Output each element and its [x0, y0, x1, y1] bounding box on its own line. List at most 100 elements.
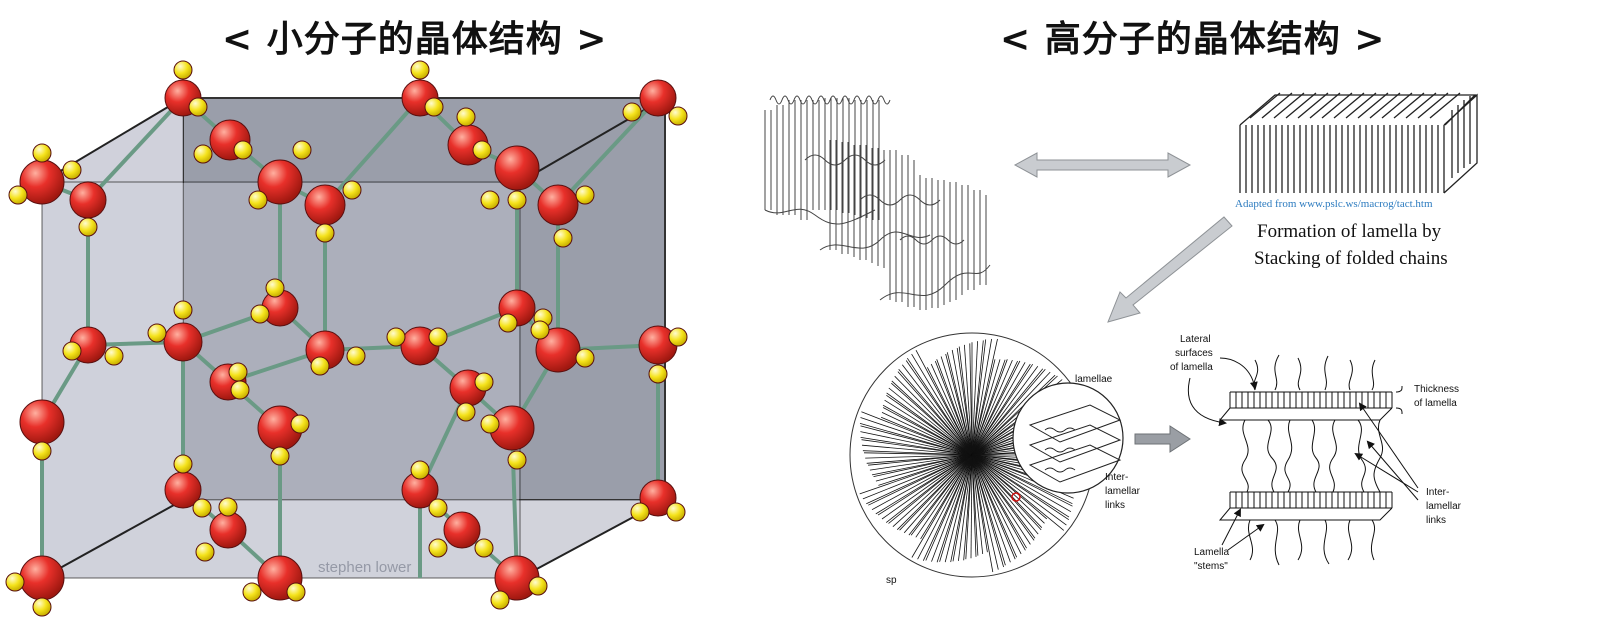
- fibril-line: [971, 338, 992, 456]
- fibril-line: [906, 357, 973, 456]
- double-arrow: [1013, 152, 1192, 178]
- fibril-line: [971, 454, 988, 553]
- water-molecule: [401, 60, 444, 117]
- spherulite: lamellae Inter- lamellar links sp: [849, 332, 1141, 586]
- fibril-line: [886, 392, 973, 456]
- fibril-line: [964, 344, 973, 456]
- fibril-line: [971, 362, 1026, 456]
- fibril-line: [888, 387, 973, 456]
- water-molecule: [304, 180, 362, 243]
- water-molecule: [480, 405, 535, 470]
- lamella-stack: [1239, 92, 1478, 194]
- fibril-line: [950, 454, 973, 563]
- water-molecule: [480, 145, 540, 210]
- arrow-stems-2: [1227, 523, 1265, 551]
- fibril-line: [963, 454, 973, 561]
- arrow-stems-1: [1221, 508, 1241, 546]
- fibril-line: [971, 360, 1021, 456]
- water-molecule: [209, 362, 250, 401]
- fibril-line: [971, 454, 1039, 535]
- pointer-dot: [1011, 492, 1021, 502]
- fibril-line: [970, 454, 973, 559]
- fibril-line: [971, 359, 996, 456]
- water-molecule: [622, 79, 688, 126]
- water-molecule: [250, 278, 299, 327]
- fibril-line: [971, 371, 1051, 456]
- fibril-line: [891, 380, 973, 456]
- fibril-line: [881, 454, 973, 520]
- fibril-line: [971, 454, 1011, 563]
- arrow-inter-1: [1354, 452, 1419, 493]
- lamella-detail: Lateral surfaces of lamella Thickness of…: [1170, 334, 1462, 572]
- water-molecule: [428, 511, 494, 558]
- water-molecule: [242, 555, 306, 602]
- fibril-line: [861, 444, 973, 456]
- water-molecule: [62, 160, 107, 237]
- fibril-line: [971, 454, 1045, 524]
- water-molecule: [490, 555, 548, 610]
- fibril-line: [946, 352, 973, 456]
- fibril-line: [930, 363, 973, 456]
- fibril-line: [971, 454, 1048, 520]
- label-corner: sp: [886, 575, 897, 586]
- label-lamella-inter-2: lamellar: [1426, 501, 1462, 512]
- fibril-line: [971, 454, 1067, 526]
- fibril-line: [884, 399, 973, 456]
- water-molecule: [530, 320, 595, 373]
- fibril-line: [894, 375, 973, 456]
- fibril-line: [898, 368, 973, 456]
- label-lamella-inter-1: Inter-: [1426, 487, 1449, 498]
- title-polymer: < 高分子的晶体结构 >: [1000, 19, 1386, 60]
- water-molecule: [193, 119, 253, 164]
- fibril-line: [915, 454, 973, 538]
- fibril-line: [971, 454, 1042, 531]
- water-molecule: [630, 479, 686, 522]
- lamellae-inset-detail: [1028, 404, 1122, 483]
- fibril-line: [897, 454, 973, 530]
- fibril-line: [903, 454, 973, 534]
- water-molecule: [447, 107, 492, 166]
- caption-line-2: Stacking of folded chains: [1254, 248, 1448, 269]
- fibril-line: [869, 454, 973, 471]
- fibril-line: [860, 437, 973, 456]
- fibril-line: [971, 454, 977, 557]
- fibril-line: [971, 454, 1035, 541]
- fibril-line: [859, 423, 973, 456]
- label-thickness-1: Thickness: [1414, 384, 1459, 395]
- fibril-line: [971, 454, 1016, 560]
- fibril-line: [866, 454, 973, 505]
- polymer-crystal-diagram: Adapted from www.pslc.ws/macrog/tact.htm…: [764, 92, 1478, 586]
- label-lamellae: lamellae: [1075, 374, 1113, 385]
- fibril-line: [865, 454, 973, 459]
- fibril-line: [862, 454, 973, 500]
- water-molecule: [195, 497, 247, 562]
- right-arrow: [1134, 425, 1191, 453]
- fibril-line: [936, 454, 973, 563]
- lamellae-inset: [1012, 382, 1124, 494]
- fibril-line: [951, 349, 973, 456]
- fibril-line: [901, 364, 973, 456]
- fibril-line: [875, 454, 973, 482]
- water-molecule: [164, 454, 212, 518]
- water-molecule: [305, 330, 366, 376]
- fibril-line: [940, 356, 973, 456]
- water-molecule: [401, 460, 448, 518]
- water-molecule: [638, 325, 688, 384]
- label-lateral-2: surfaces: [1175, 348, 1213, 359]
- water-molecule: [62, 326, 124, 366]
- water-molecule: [164, 60, 208, 117]
- fibril-line: [971, 454, 1073, 507]
- caption-line-1: Formation of lamella by: [1257, 221, 1442, 242]
- fibril-line: [892, 454, 973, 527]
- fibril-line: [931, 454, 973, 562]
- fibril-line: [944, 454, 973, 563]
- water-molecules: [5, 60, 688, 617]
- label-lateral-3: of lamella: [1170, 362, 1213, 373]
- water-molecule: [386, 326, 448, 366]
- fibril-line: [971, 454, 1004, 568]
- label-stems-2: "stems": [1194, 561, 1228, 572]
- fibril-line: [880, 416, 973, 456]
- water-molecule: [248, 140, 312, 210]
- unit-cell-box: [41, 97, 666, 579]
